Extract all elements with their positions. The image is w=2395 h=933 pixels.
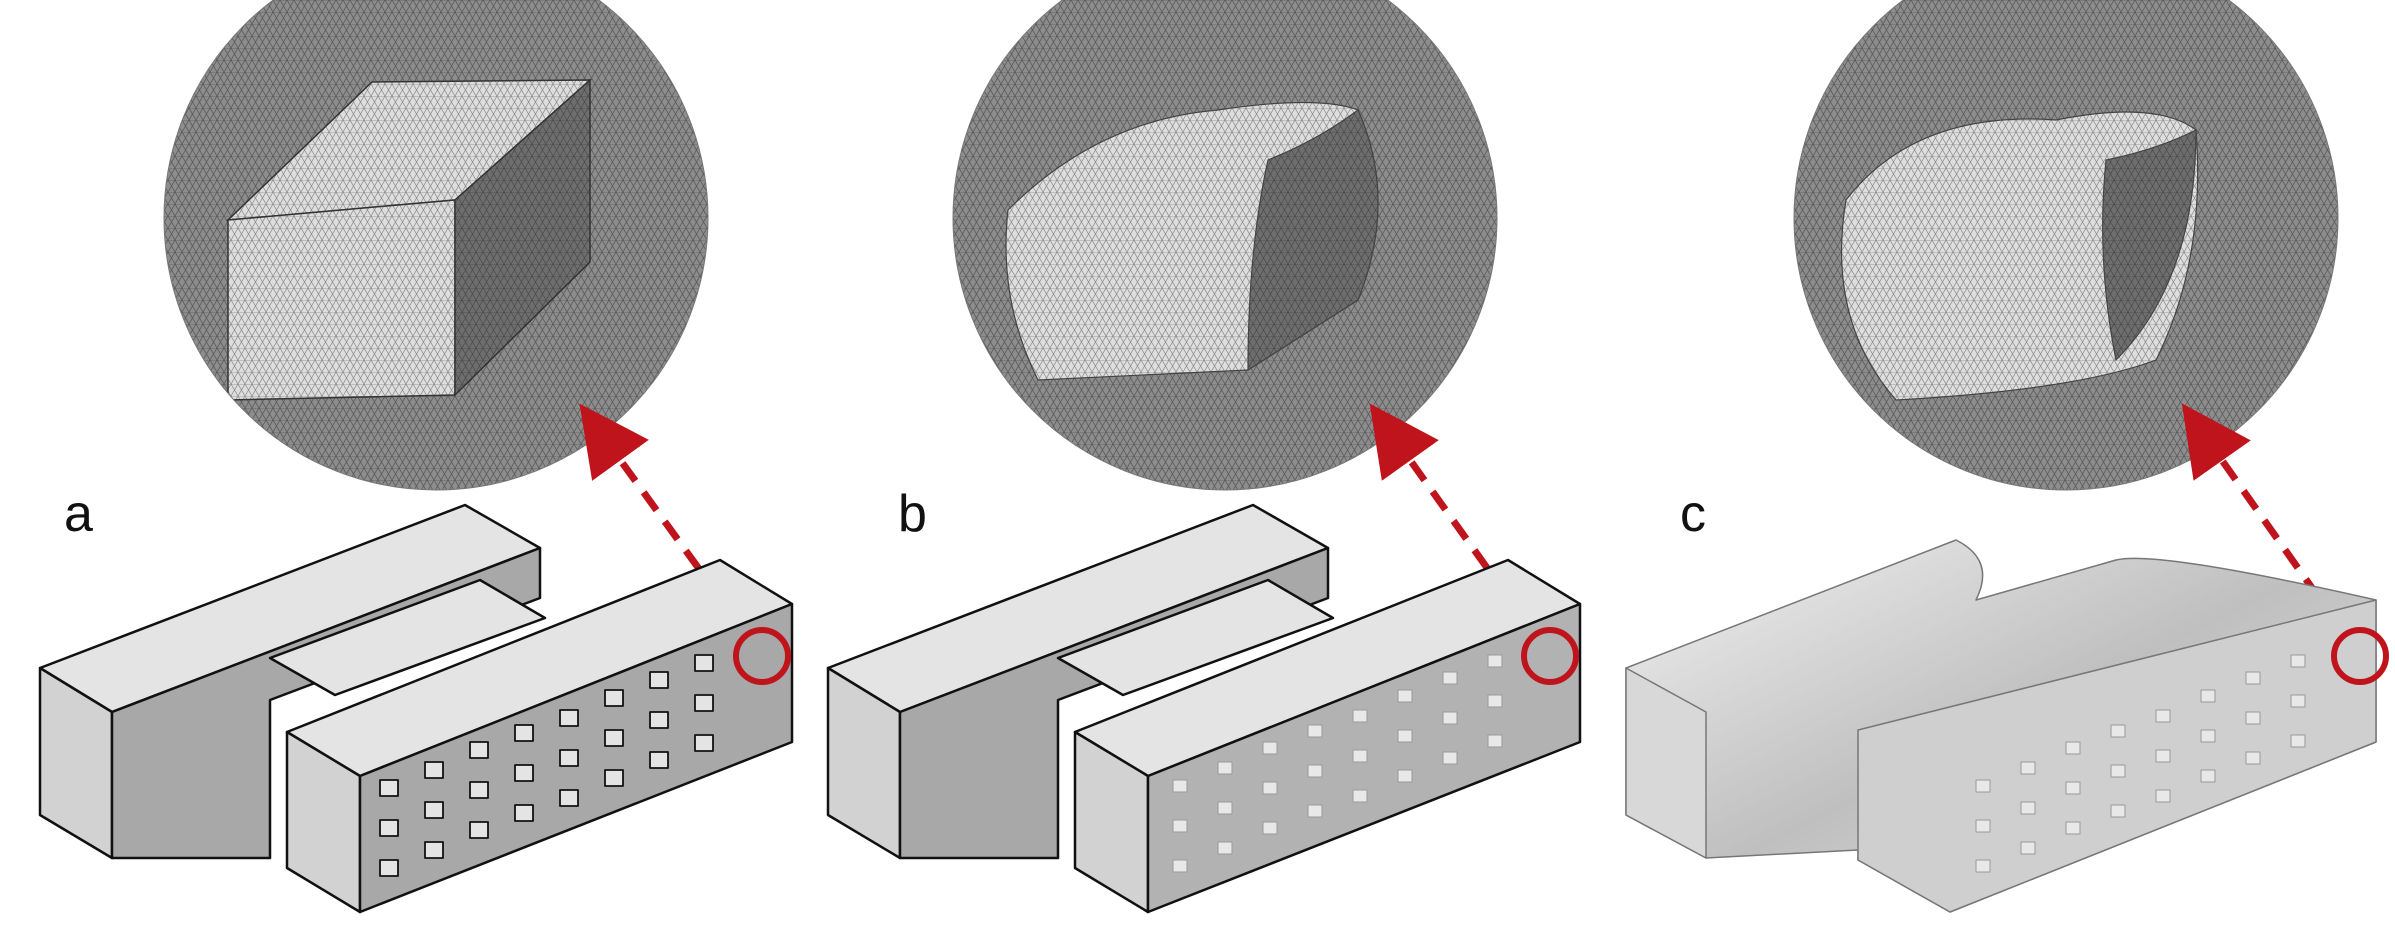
building-model: [38, 503, 794, 914]
facade-cubes: [1975, 654, 2306, 873]
highlight-circle: [1521, 627, 1579, 685]
panel-b-graphic: [826, 0, 1582, 914]
panel-a-graphic: [38, 0, 794, 914]
panel-label: b: [898, 485, 927, 543]
panel-c: c: [1596, 0, 2394, 933]
zoom-detail-block: [225, 78, 592, 401]
panel-c-graphic: [1625, 0, 2389, 913]
building-model: [826, 503, 1582, 914]
panel-b: b: [798, 0, 1596, 933]
panel-label: c: [1680, 485, 1706, 543]
zoom-circle: [1793, 0, 2339, 491]
building-model: [1625, 539, 2377, 913]
highlight-circle: [2331, 627, 2389, 685]
panel-label: a: [64, 485, 93, 543]
zoom-circle: [163, 0, 709, 491]
zoom-detail-block: [1005, 101, 1379, 381]
zoom-detail-block: [1841, 111, 2199, 401]
facade-cubes: [379, 654, 714, 877]
panel-a: a: [0, 0, 798, 933]
facade-cubes: [1172, 654, 1503, 873]
highlight-circle: [733, 627, 791, 685]
zoom-circle: [952, 0, 1498, 491]
